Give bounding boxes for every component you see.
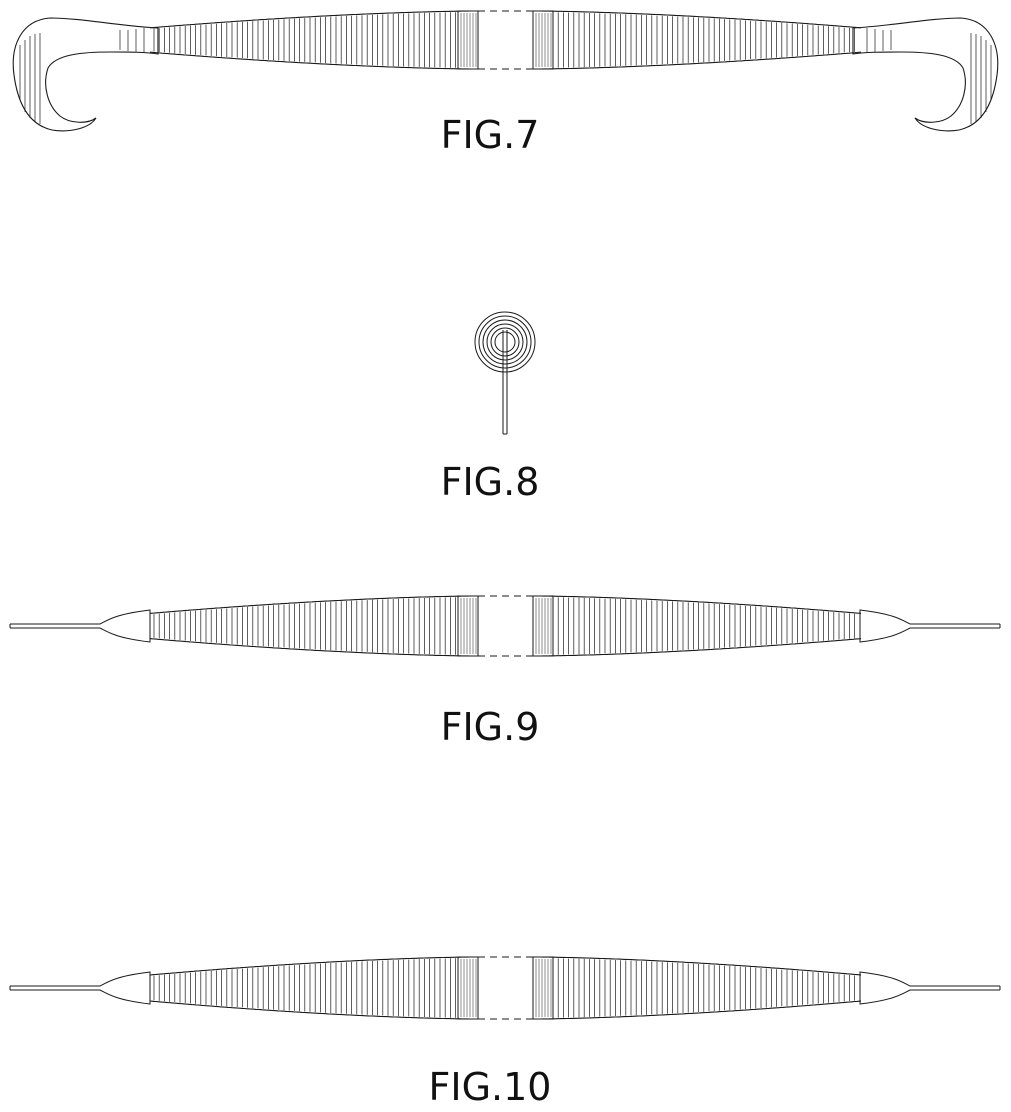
handle-outline-left <box>150 596 478 656</box>
fig7-left-hook-shading <box>20 28 144 124</box>
handle-outline-right <box>533 596 861 656</box>
fig10-left-tip <box>10 972 150 1004</box>
figure-7-hooked-instrument: FIG.7 <box>13 11 998 157</box>
fig7-handle <box>150 11 861 69</box>
fig8-spiral <box>475 312 535 372</box>
handle-outline-left <box>150 11 478 69</box>
fig9-handle <box>150 596 861 656</box>
fig8-stem <box>503 330 507 434</box>
figure-10-caption: FIG.10 <box>429 1065 552 1109</box>
figure-9-straight-instrument: FIG.9 <box>10 596 1000 749</box>
figure-10-straight-instrument: FIG.10 <box>10 957 1000 1109</box>
figure-7-caption: FIG.7 <box>441 113 540 157</box>
handle-outline-right <box>533 11 861 69</box>
handle-outline-right <box>533 957 861 1019</box>
fig9-left-tip <box>10 610 150 642</box>
fig9-right-tip <box>860 610 1000 642</box>
figure-8-caption: FIG.8 <box>441 460 540 504</box>
fig10-right-tip <box>860 972 1000 1004</box>
figure-9-caption: FIG.9 <box>441 705 540 749</box>
handle-outline-left <box>150 957 478 1019</box>
fig7-right-hook <box>853 18 998 131</box>
fig10-handle <box>150 957 861 1019</box>
fig7-right-hook-shading <box>867 28 991 124</box>
figure-8-end-view: FIG.8 <box>441 312 540 504</box>
fig7-left-hook <box>13 18 158 131</box>
